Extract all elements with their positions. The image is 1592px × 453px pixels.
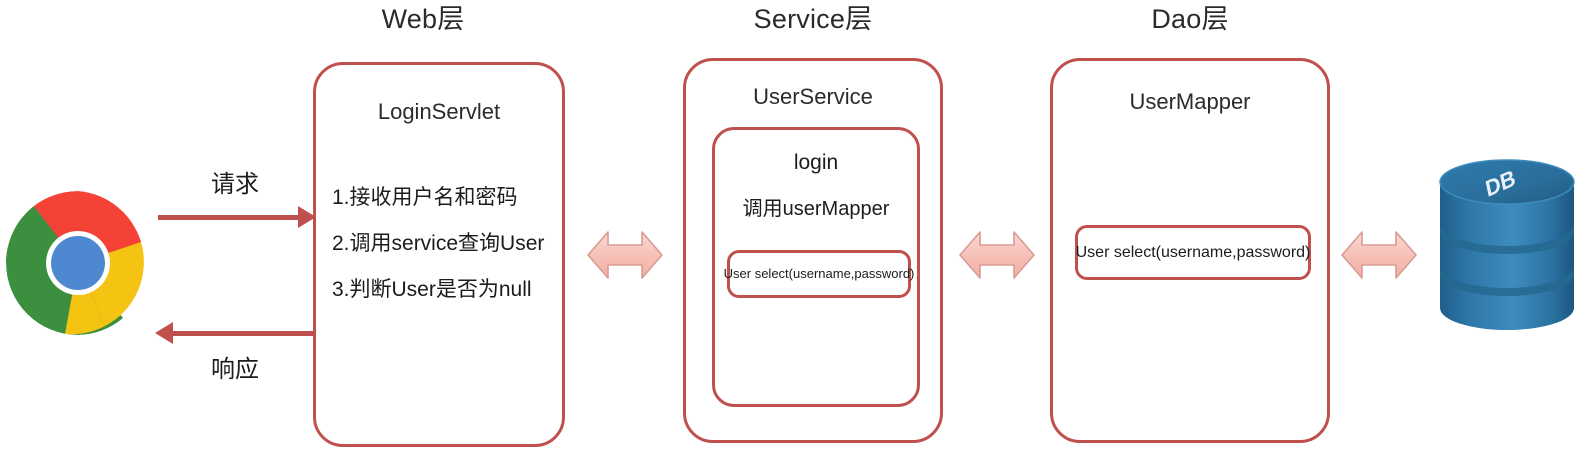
login-servlet-box[interactable]: LoginServlet 1.接收用户名和密码 2.调用service查询Use…: [313, 62, 565, 447]
servlet-step-2: 2.调用service查询User: [332, 232, 545, 255]
connector-dao-db: [1340, 224, 1418, 286]
header-web-layer: Web层: [381, 4, 465, 34]
dao-signature-box[interactable]: User select(username,password): [1075, 225, 1311, 280]
response-arrow-line: [172, 331, 314, 336]
login-method-title: login: [793, 151, 839, 174]
database-cylinder-icon: DB: [1432, 150, 1582, 340]
chrome-browser-icon: [5, 190, 151, 336]
request-label: 请求: [211, 171, 259, 198]
dao-signature-text: User select(username,password): [1075, 243, 1311, 261]
response-label: 响应: [211, 356, 259, 383]
response-arrow-head: [155, 322, 173, 344]
user-mapper-title: UserMapper: [1129, 89, 1251, 114]
connector-web-service: [586, 224, 664, 286]
user-service-title: UserService: [753, 84, 873, 109]
user-service-box[interactable]: UserService login 调用userMapper User sele…: [683, 58, 943, 443]
servlet-step-1: 1.接收用户名和密码: [332, 186, 518, 209]
login-method-box[interactable]: login 调用userMapper User select(username,…: [712, 127, 920, 407]
servlet-step-3: 3.判断User是否为null: [332, 278, 532, 301]
connector-service-dao: [958, 224, 1036, 286]
header-service-layer: Service层: [753, 4, 873, 34]
login-servlet-title: LoginServlet: [377, 99, 501, 124]
service-signature-box[interactable]: User select(username,password): [724, 250, 914, 298]
login-method-subtitle: 调用userMapper: [742, 198, 890, 220]
header-dao-layer: Dao层: [1151, 4, 1229, 34]
service-signature-text: User select(username,password): [723, 266, 915, 281]
request-arrow-head: [298, 206, 316, 228]
request-arrow-line: [158, 215, 301, 220]
user-mapper-box[interactable]: UserMapper User select(username,password…: [1050, 58, 1330, 443]
